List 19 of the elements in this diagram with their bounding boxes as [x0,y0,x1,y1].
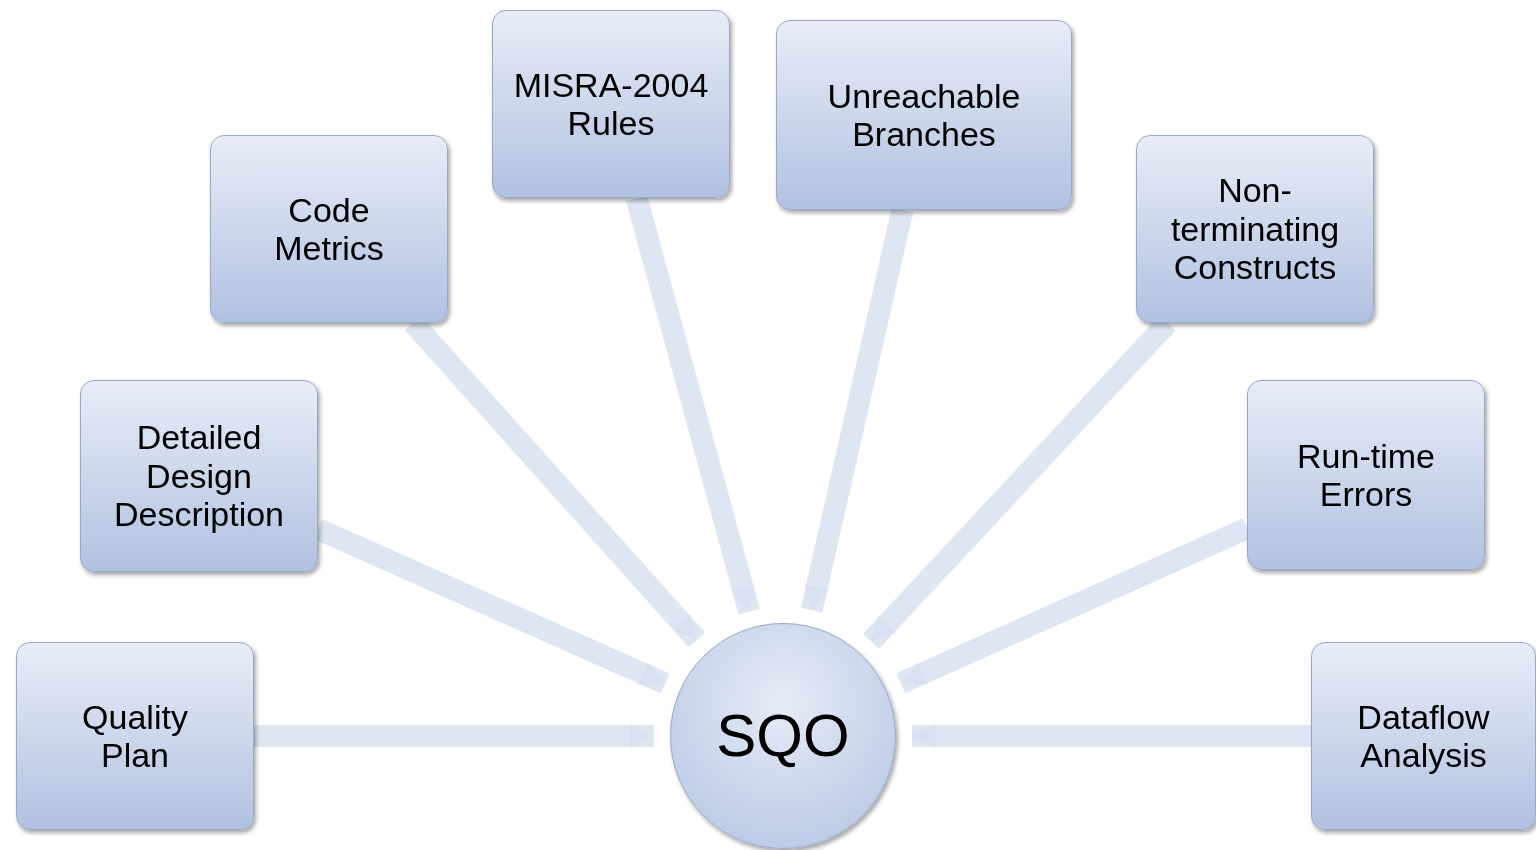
arrow [912,724,1311,748]
node-label: Unreachable Branches [826,76,1022,154]
node-label: MISRA-2004 Rules [512,65,710,143]
process-box [1311,642,1536,830]
process-box [1136,135,1374,323]
node-label: Detailed Design Description [112,418,286,534]
process-box [776,20,1072,210]
node-label: Dataflow Analysis [1356,697,1491,775]
node-label: Run-time Errors [1296,436,1436,514]
process-box [1247,380,1485,570]
arrow [254,724,654,748]
node-label: Non-terminating Constructs [1169,171,1341,287]
process-box [80,380,318,572]
process-box [492,10,730,198]
node-label: Code Metrics [273,190,385,268]
node-label: SQO [715,702,851,770]
process-box [210,135,448,323]
node-label: Quality Plan [81,697,189,775]
process-box [16,642,254,830]
